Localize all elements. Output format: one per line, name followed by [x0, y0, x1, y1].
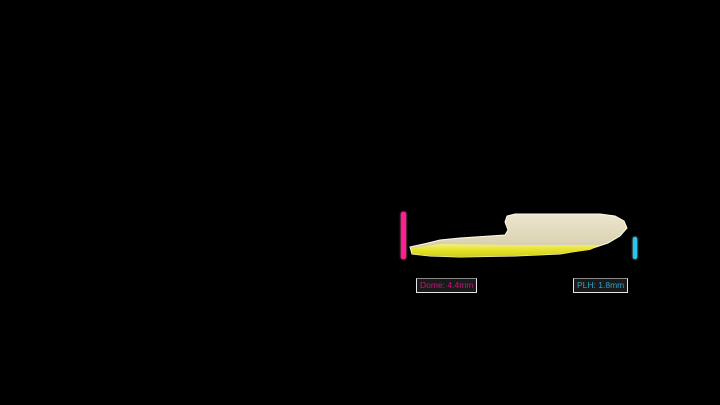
plh-measurement-label: PLH: 1.8mm: [573, 278, 629, 293]
dome-measurement-label: Dome: 4.4mm: [416, 278, 478, 293]
tear-layer-band: [412, 244, 600, 257]
plh-marker-icon: [633, 237, 637, 259]
dome-marker-icon: [401, 212, 406, 259]
